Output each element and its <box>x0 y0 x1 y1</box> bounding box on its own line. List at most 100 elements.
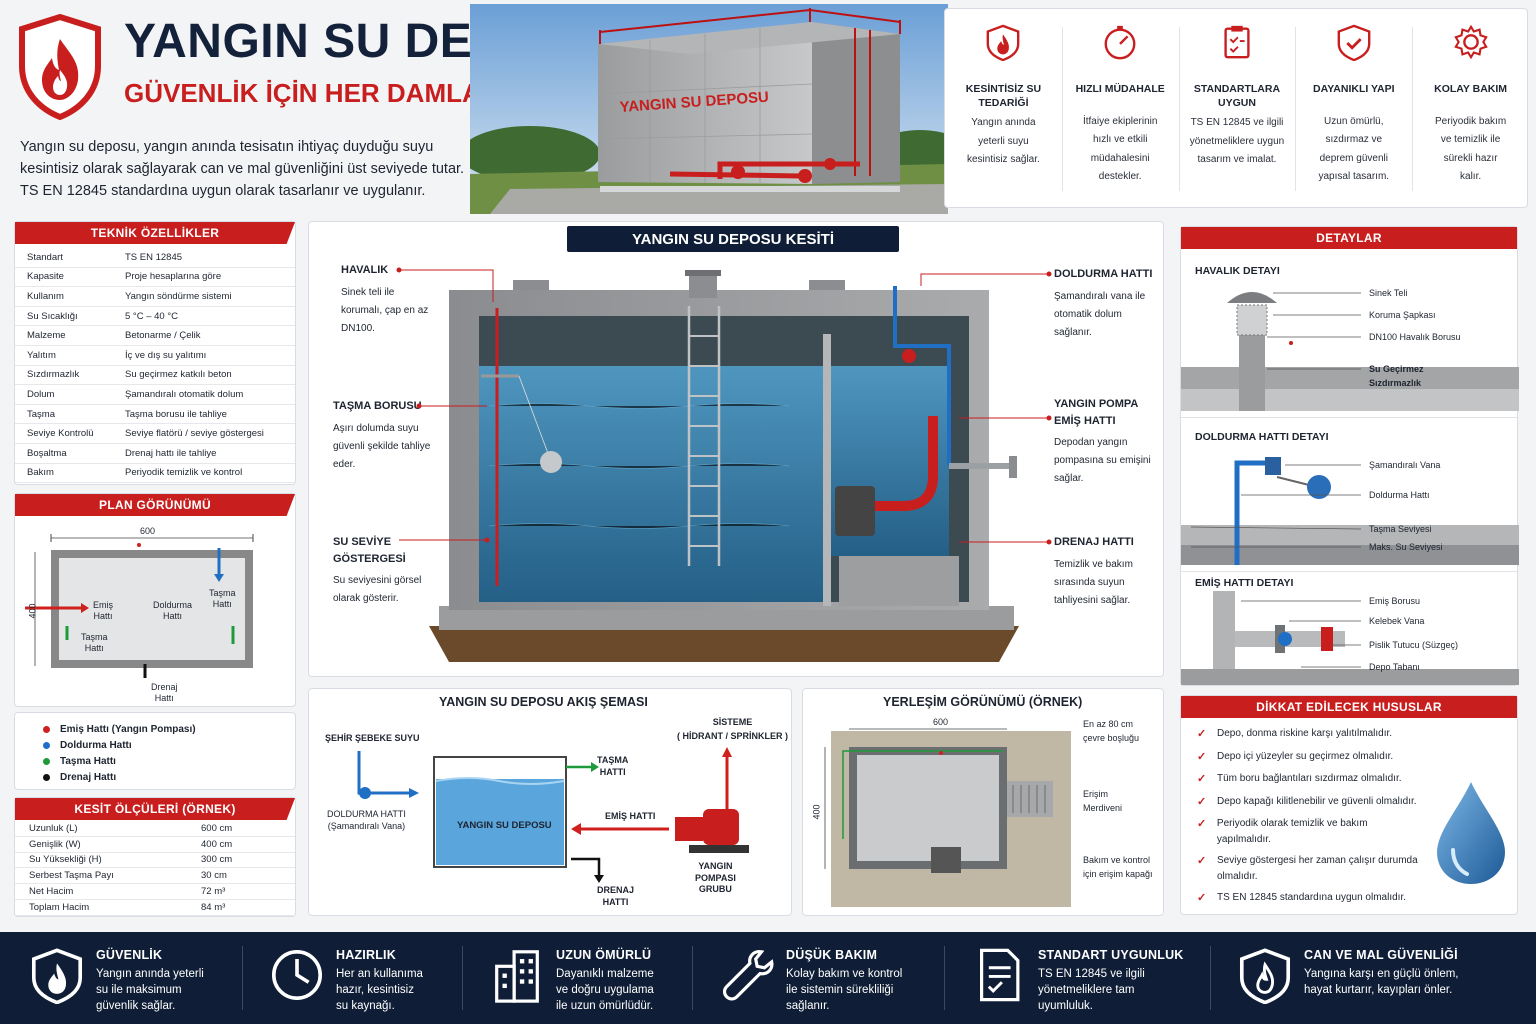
check-icon: ✓ <box>1197 750 1207 763</box>
legend-item: Taşma Hattı <box>43 753 196 769</box>
shield-fire-icon <box>1236 946 1296 1006</box>
attention-text: TS EN 12845 standardına uygun olmalıdır. <box>1217 892 1407 904</box>
detail-doldurma-l4: Maks. Su Seviyesi <box>1369 542 1443 552</box>
section-dims-panel: KESİT ÖLÇÜLERİ (ÖRNEK) Uzunluk (L)600 cm… <box>14 797 296 917</box>
tech-key: Taşma <box>27 408 55 420</box>
detail-emis-title: EMİŞ HATTI DETAYI <box>1195 577 1294 589</box>
attention-panel: DİKKAT EDİLECEK HUSUSLAR ✓Depo, donma ri… <box>1180 695 1518 915</box>
footer-desc: Yangına karşı en güçlü önlem,hayat kurta… <box>1304 968 1459 997</box>
tech-row: Taşma Taşma borusu ile tahliye <box>15 405 295 425</box>
callout-leaders <box>396 267 1052 545</box>
tech-value: Taşma borusu ile tahliye <box>125 408 227 420</box>
tech-key: Su Sıcaklığı <box>27 310 78 322</box>
detail-doldurma-l3: Taşma Seviyesi <box>1369 524 1432 534</box>
tech-row: Bakım Periyodik temizlik ve kontrol <box>15 464 295 484</box>
details-title: DETAYLAR <box>1181 227 1517 249</box>
check-icon: ✓ <box>1197 818 1207 831</box>
footer-divider <box>242 946 243 1010</box>
footer-divider <box>944 946 945 1010</box>
dim-value: 300 cm <box>201 854 233 866</box>
dim-value: 30 cm <box>201 870 227 882</box>
section-dim-row: Genişlik (W)400 cm <box>15 837 295 853</box>
detail-havalik-l3: DN100 Havalık Borusu <box>1369 332 1461 342</box>
attention-item: ✓Depo kapağı kilitlenebilir ve güvenli o… <box>1197 794 1423 812</box>
feature-title: DAYANIKLI YAPI <box>1313 83 1395 95</box>
feature-title: HIZLI MÜDAHALE <box>1075 83 1165 95</box>
section-title: YANGIN SU DEPOSU KESİTİ <box>567 226 899 252</box>
tech-key: Yalıtım <box>27 349 56 361</box>
section-dims-title: KESİT ÖLÇÜLERİ (ÖRNEK) <box>15 798 295 820</box>
plan-dim-w: 600 <box>140 526 156 536</box>
fire-shield-icon <box>984 23 1022 62</box>
legend-label: Taşma Hattı <box>60 755 116 767</box>
layout-view-title: YERLEŞİM GÖRÜNÜMÜ (ÖRNEK) <box>883 695 1083 709</box>
tech-specs-title: TEKNİK ÖZELLİKLER <box>15 222 295 244</box>
tech-value: Betonarme / Çelik <box>125 330 201 342</box>
check-icon: ✓ <box>1197 773 1207 786</box>
layout-dim-h: 400 <box>811 804 822 820</box>
plan-view-title: PLAN GÖRÜNÜMÜ <box>15 494 295 516</box>
tech-value: TS EN 12845 <box>125 251 183 263</box>
flow-sehir: ŞEHİR ŞEBEKE SUYU <box>325 733 420 743</box>
tech-value: Periyodik temizlik ve kontrol <box>125 467 243 479</box>
plan-dim-h: 400 <box>27 603 38 619</box>
fire-shield-icon <box>28 946 88 1006</box>
attention-item: ✓ Depo içi yüzeyler su geçirmez olmalıdır… <box>1197 749 1423 767</box>
feature-divider <box>1412 27 1414 191</box>
attention-item: ✓Seviye göstergesi her zaman çalışır dur… <box>1197 853 1423 885</box>
tech-value: Proje hesaplarına göre <box>125 271 222 283</box>
legend-label: Emiş Hattı (Yangın Pompası) <box>60 723 196 735</box>
tech-key: Malzeme <box>27 330 66 342</box>
attention-text: Depo içi yüzeyler su geçirmez olmalıdır. <box>1217 750 1394 762</box>
detail-doldurma-drawing <box>1181 457 1519 565</box>
divider <box>1181 417 1517 418</box>
legend-swatch <box>43 773 50 781</box>
attention-text: Tüm boru bağlantıları sızdırmaz olmalıdı… <box>1217 773 1402 785</box>
tech-key: Kapasite <box>27 271 64 283</box>
dim-value: 84 m³ <box>201 901 226 913</box>
tech-key: Seviye Kontrolü <box>27 428 94 440</box>
legend-swatch <box>43 725 50 733</box>
legend-item: Drenaj Hattı <box>43 769 196 785</box>
callout-drenaj-title: DRENAJ HATTI <box>1054 536 1134 548</box>
detail-emis-l4: Depo Tabanı <box>1369 662 1420 672</box>
tech-key: Sızdırmazlık <box>27 369 80 381</box>
footer-title: STANDART UYGUNLUK <box>1038 948 1184 962</box>
dim-key: Su Yüksekliği (H) <box>29 854 102 866</box>
tech-key: Bakım <box>27 467 54 479</box>
detail-havalik-drawing <box>1181 292 1519 411</box>
flow-title: YANGIN SU DEPOSU AKIŞ ŞEMASI <box>439 695 648 709</box>
tech-value: Yangın söndürme sistemi <box>125 290 232 302</box>
